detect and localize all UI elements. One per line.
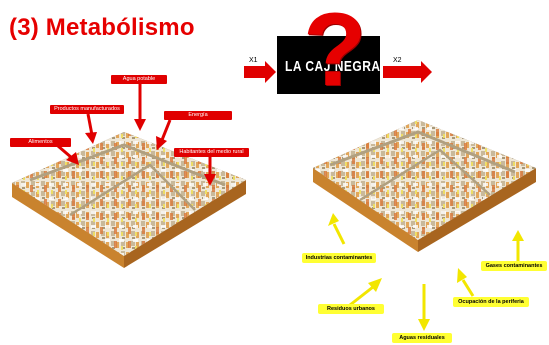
label-gases-contaminantes: Gases contaminantes [481,261,547,271]
black-box [277,36,380,94]
page-title: (3) Metabólismo [9,14,195,41]
input-arrows [57,84,216,186]
label-productos-manufacturados: Productos manufacturados [50,105,124,114]
output-label: X2 [393,57,402,64]
black-box-label: LA CAJ NEGRA [285,57,381,75]
question-mark: ? [303,0,367,108]
input-arrow [244,61,276,83]
output-arrows [328,213,524,331]
city-left [12,132,246,268]
label-agua-potable: Agua potable [111,75,167,84]
input-label: X1 [249,57,258,64]
city-right [313,120,536,252]
label-energia: Energía [164,111,232,120]
label-industrias-contaminantes: Industrias contaminantes [302,253,376,263]
label-aguas-residuales: Aguas residuales [392,333,452,343]
label-residuos-urbanos: Residuos urbanos [318,304,384,314]
label-habitantes-medio-rural: Habitantes del medio rural [174,148,249,157]
label-ocupacion-periferia: Ocupación de la periferia [453,297,529,307]
output-arrow [383,61,432,83]
label-alimentos: Alimentos [10,138,71,147]
